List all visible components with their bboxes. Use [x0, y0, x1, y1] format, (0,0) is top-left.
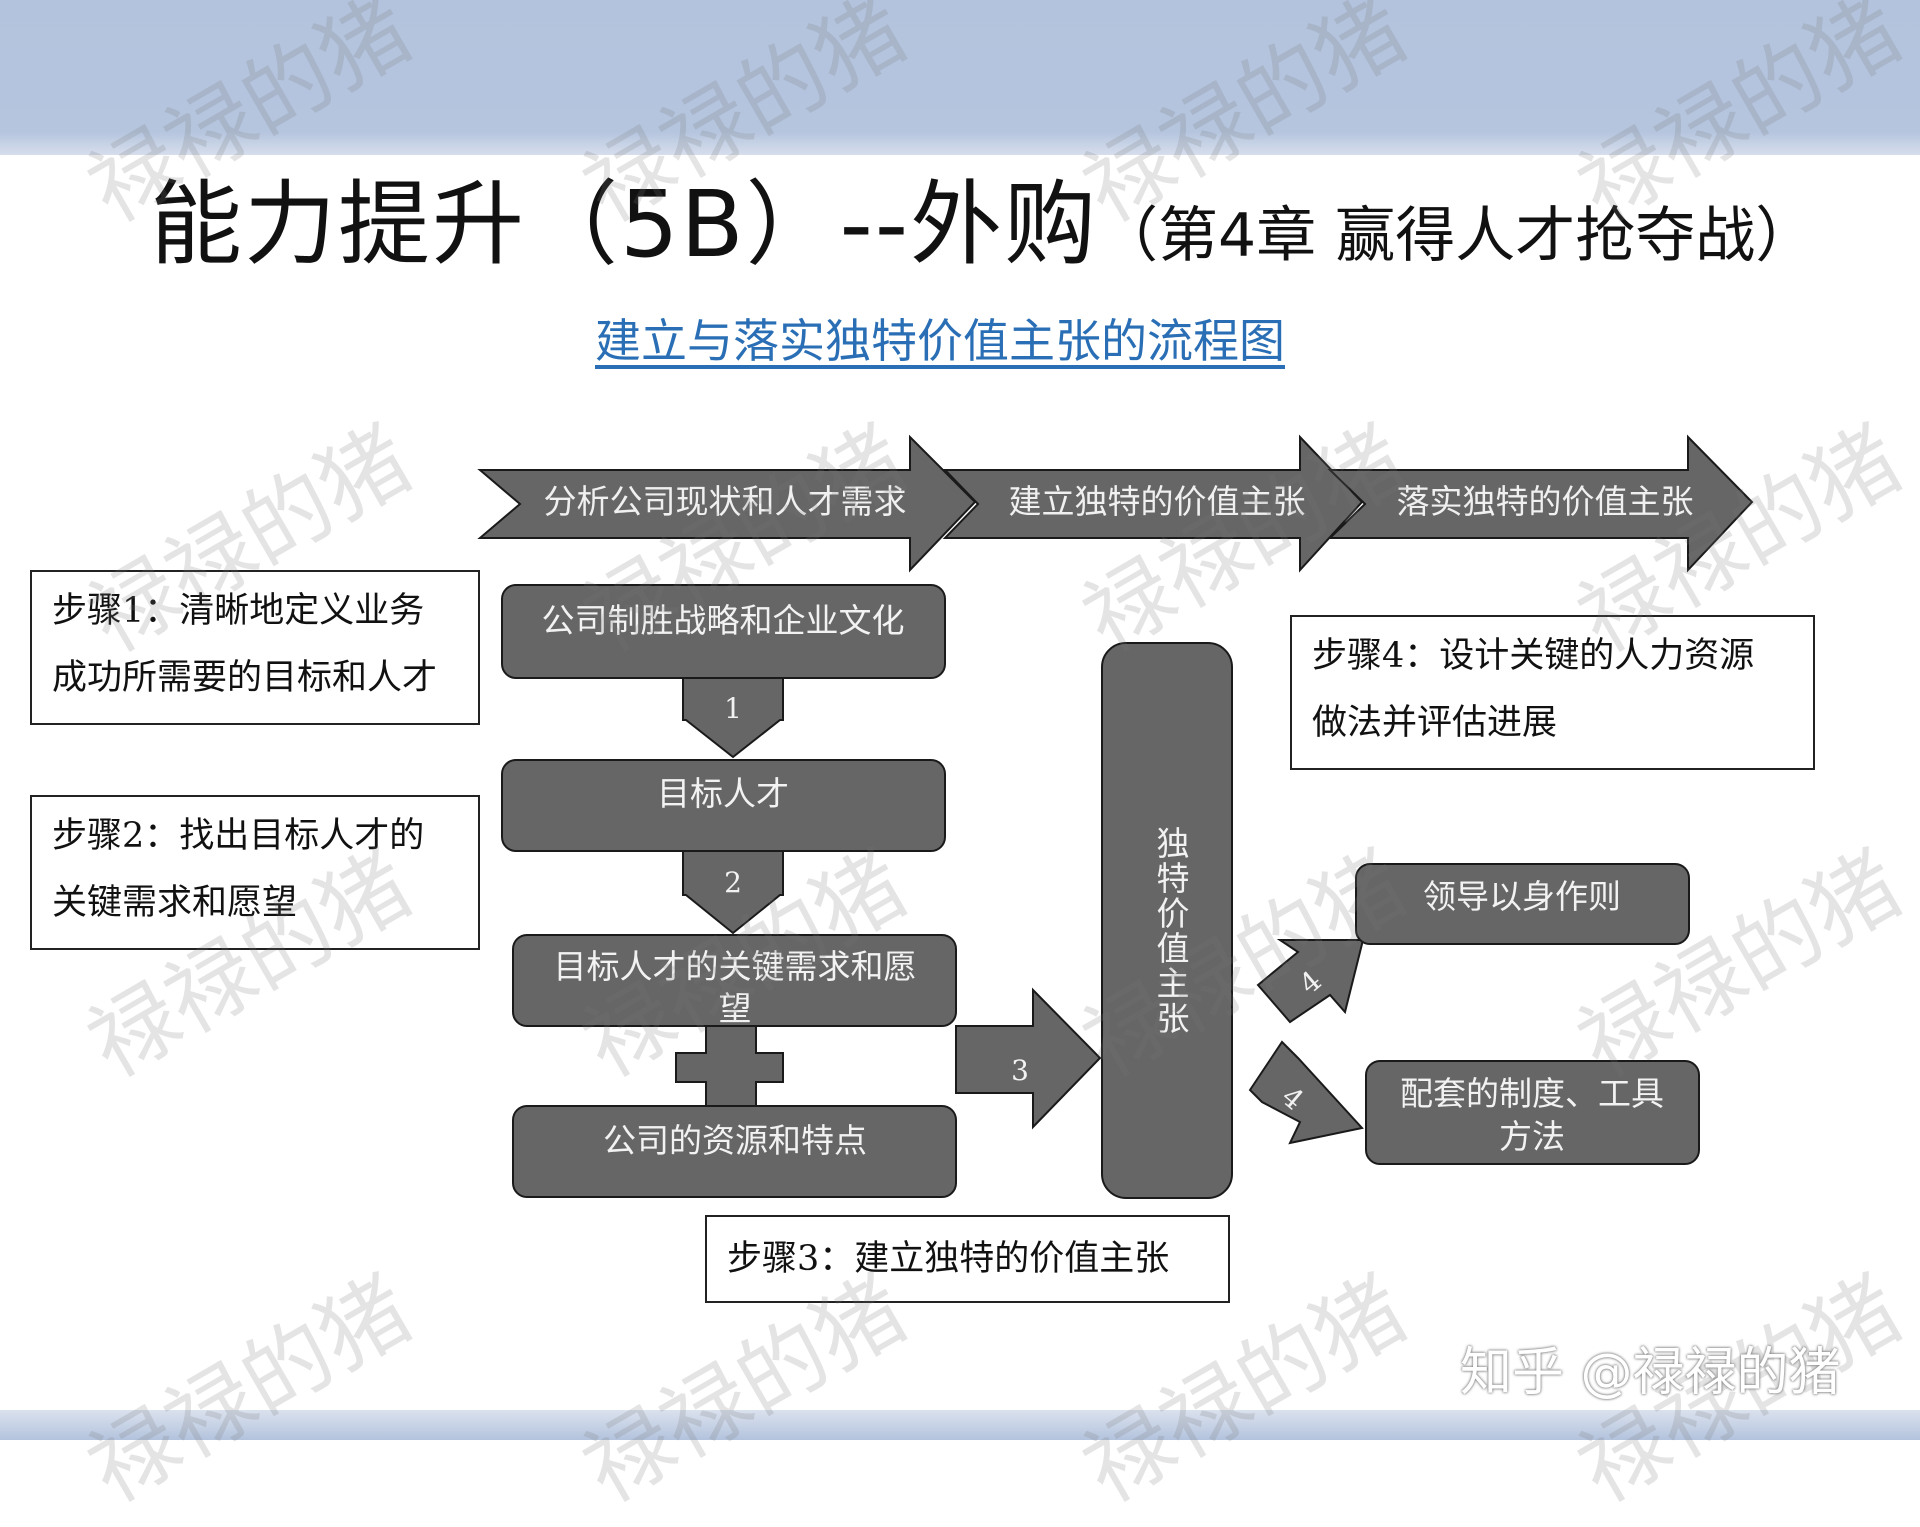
evp-char-2: 价	[1157, 894, 1190, 933]
step3-line: 步骤3：建立独特的价值主张	[727, 1239, 1170, 1279]
arrow-4-bottom	[1248, 1040, 1364, 1145]
phase-label-implement: 落实独特的价值主张	[1397, 482, 1694, 521]
evp-char-1: 特	[1157, 859, 1190, 898]
evp-label: 独 特 价 值 主 张	[1157, 824, 1190, 1038]
step4-line1: 步骤4：设计关键的人力资源	[1312, 636, 1755, 676]
system-tools-label-line2: 方法	[1499, 1117, 1565, 1156]
evp-bar	[1101, 642, 1233, 1199]
step2-line2: 关键需求和愿望	[52, 883, 298, 923]
system-tools-box	[1365, 1060, 1700, 1165]
phase-label-build: 建立独特的价值主张	[1009, 482, 1306, 521]
title-main: 能力提升（5B）--外购	[150, 171, 1099, 278]
step1-box: 步骤1：清晰地定义业务 成功所需要的目标和人才	[30, 570, 480, 725]
evp-char-5: 张	[1157, 999, 1190, 1038]
evp-char-3: 值	[1157, 929, 1190, 968]
plus-sign	[675, 1025, 784, 1107]
lead-box	[1355, 863, 1690, 945]
phase-arrow-implement	[1327, 434, 1754, 573]
strategy-label: 公司制胜战略和企业文化	[542, 601, 905, 640]
target-talent-label: 目标人才	[657, 774, 789, 813]
phase-arrow-build	[942, 434, 1364, 573]
arrow-1-label: 1	[724, 692, 742, 725]
step1-line1: 步骤1：清晰地定义业务	[52, 591, 425, 631]
bottom-band	[0, 1410, 1920, 1440]
arrow-2-label: 2	[724, 866, 742, 899]
key-needs-label-line2: 望	[719, 989, 752, 1028]
phase-label-analyze: 分析公司现状和人才需求	[544, 482, 907, 521]
arrow-3-label: 3	[1011, 1054, 1029, 1087]
top-band	[0, 0, 1920, 155]
arrow-4-top	[1256, 939, 1365, 1024]
arrow-3	[955, 987, 1102, 1130]
step3-box: 步骤3：建立独特的价值主张	[705, 1215, 1230, 1303]
diagram-subtitle-link[interactable]: 建立与落实独特价值主张的流程图	[595, 314, 1285, 368]
lead-label: 领导以身作则	[1423, 877, 1621, 916]
evp-char-4: 主	[1157, 964, 1190, 1003]
step1-line2: 成功所需要的目标和人才	[52, 658, 438, 698]
resources-box	[512, 1105, 957, 1198]
evp-char-0: 独	[1157, 824, 1190, 863]
page-title: 能力提升（5B）--外购（第4章 赢得人才抢夺战）	[150, 150, 1850, 283]
key-needs-label-line1: 目标人才的关键需求和愿	[554, 947, 917, 986]
title-sub: （第4章 赢得人才抢夺战）	[1098, 201, 1816, 271]
system-tools-label-line1: 配套的制度、工具	[1400, 1074, 1664, 1113]
step2-box: 步骤2：找出目标人才的 关键需求和愿望	[30, 795, 480, 950]
flow-diagram: 分析公司现状和人才需求 建立独特的价值主张 落实独特的价值主张 公司制胜战略和企…	[477, 434, 1754, 1199]
phase-arrow-analyze	[477, 434, 977, 573]
arrow-2	[682, 850, 784, 935]
arrow-1	[682, 677, 784, 759]
zhihu-watermark: 知乎 @禄禄的猪	[1460, 1343, 1841, 1403]
step2-line1: 步骤2：找出目标人才的	[52, 816, 425, 856]
step4-line2: 做法并评估进展	[1312, 703, 1558, 743]
resources-label: 公司的资源和特点	[603, 1121, 867, 1160]
step4-box: 步骤4：设计关键的人力资源 做法并评估进展	[1290, 615, 1815, 770]
